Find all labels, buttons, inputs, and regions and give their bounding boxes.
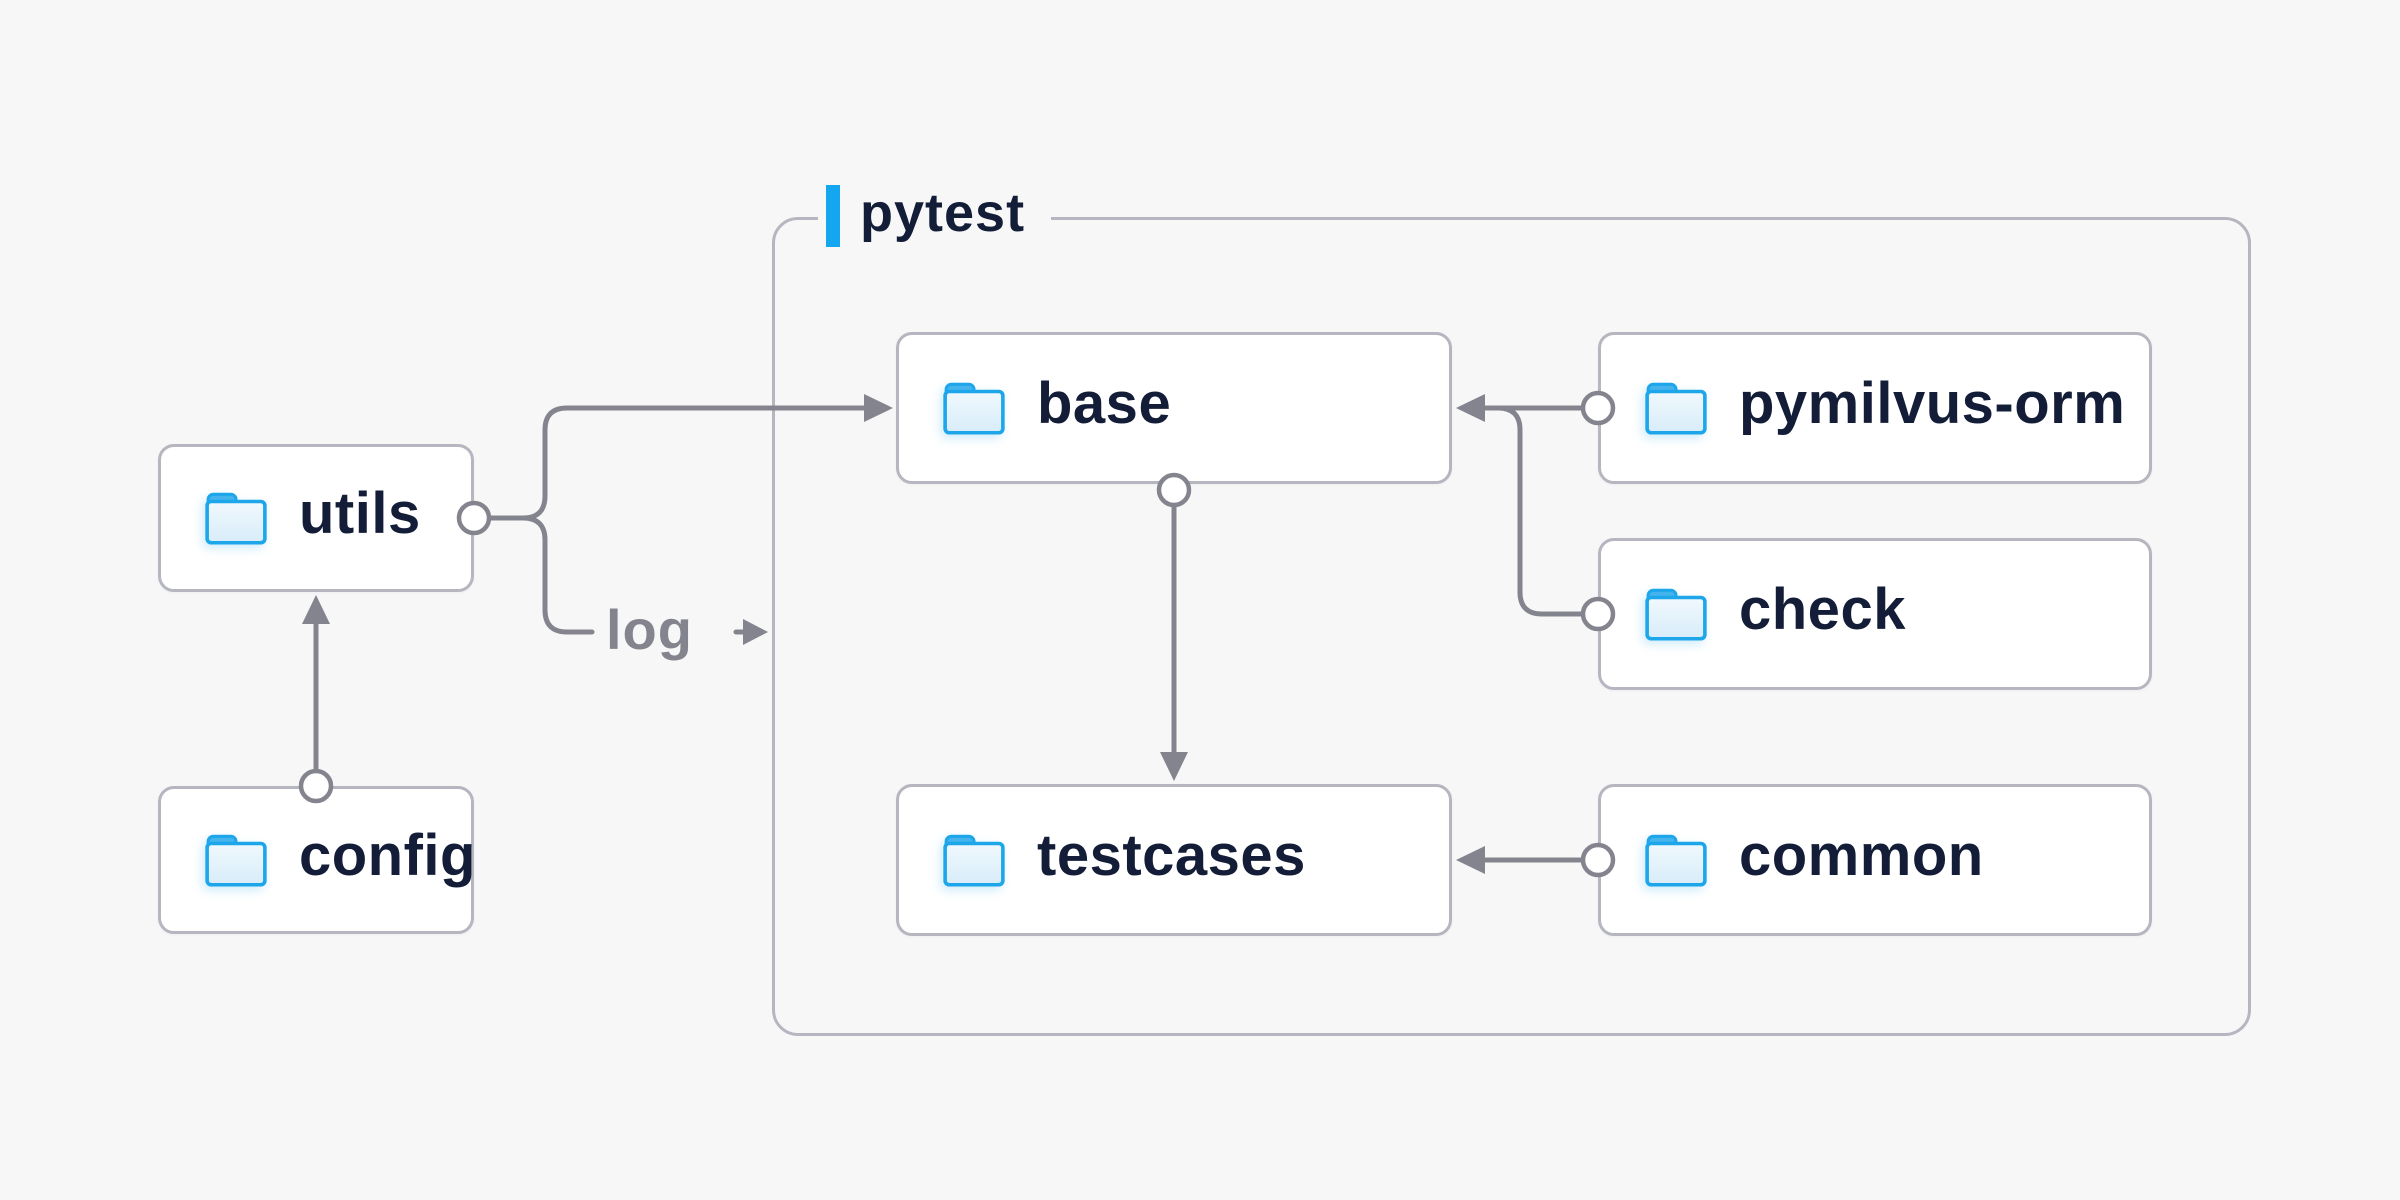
edge-config-utils bbox=[302, 595, 330, 772]
folder-icon bbox=[205, 492, 267, 545]
folder-icon bbox=[205, 834, 267, 887]
node-label: common bbox=[1739, 823, 1984, 888]
folder-icon bbox=[1645, 588, 1707, 641]
node-label: testcases bbox=[1037, 823, 1306, 888]
node-label: utils bbox=[299, 481, 421, 546]
edge-label-log: log bbox=[606, 598, 693, 661]
folder-icon bbox=[943, 834, 1005, 887]
group-pytest-label: pytest bbox=[818, 178, 1052, 254]
folder-icon bbox=[1645, 382, 1707, 435]
node-label: config bbox=[299, 823, 476, 888]
folder-icon bbox=[943, 382, 1005, 435]
node-pymilvus-orm: pymilvus-orm bbox=[1598, 332, 2152, 484]
node-testcases: testcases bbox=[896, 784, 1452, 936]
folder-icon bbox=[1645, 834, 1707, 887]
node-utils: utils bbox=[158, 444, 474, 592]
group-pytest bbox=[772, 217, 2251, 1036]
node-label: check bbox=[1739, 577, 1906, 642]
accent-bar bbox=[826, 185, 840, 247]
node-label: base bbox=[1037, 371, 1172, 436]
node-common: common bbox=[1598, 784, 2152, 936]
node-label: pymilvus-orm bbox=[1739, 371, 2126, 436]
node-config: config bbox=[158, 786, 476, 934]
group-pytest-title: pytest bbox=[860, 183, 1026, 243]
node-base: base bbox=[896, 332, 1452, 484]
node-check: check bbox=[1598, 538, 2152, 690]
